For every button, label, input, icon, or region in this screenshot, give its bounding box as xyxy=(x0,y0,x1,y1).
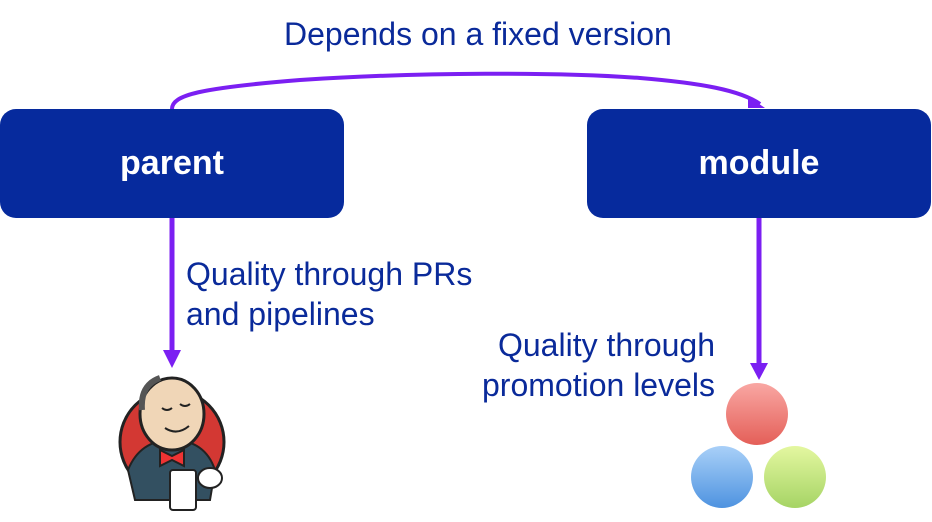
parent-quality-label-line: and pipelines xyxy=(186,296,375,332)
dependency-arrow xyxy=(170,71,762,110)
module-quality-label-line: Quality through xyxy=(497,327,715,363)
promotion-level-blue xyxy=(691,446,753,508)
promotion-level-green xyxy=(764,446,826,508)
promotion-level-red xyxy=(726,383,788,445)
module-quality-arrowhead xyxy=(750,363,768,380)
dependency-label: Depends on a fixed version xyxy=(284,16,672,52)
module-node-label: module xyxy=(698,144,820,182)
parent-node-label: parent xyxy=(120,144,224,182)
dependency-arrowhead xyxy=(748,96,765,108)
parent-node: parent xyxy=(0,109,344,218)
parent-quality-label: Quality through PRs and pipelines xyxy=(186,254,472,334)
module-node: module xyxy=(587,109,931,218)
jenkins-butler-icon xyxy=(118,375,226,511)
module-quality-label-line: promotion levels xyxy=(482,367,715,403)
module-quality-label: Quality through promotion levels xyxy=(420,325,715,405)
parent-quality-arrowhead xyxy=(163,350,181,368)
parent-quality-label-line: Quality through PRs xyxy=(186,256,473,292)
promotion-levels-icon xyxy=(691,383,826,508)
